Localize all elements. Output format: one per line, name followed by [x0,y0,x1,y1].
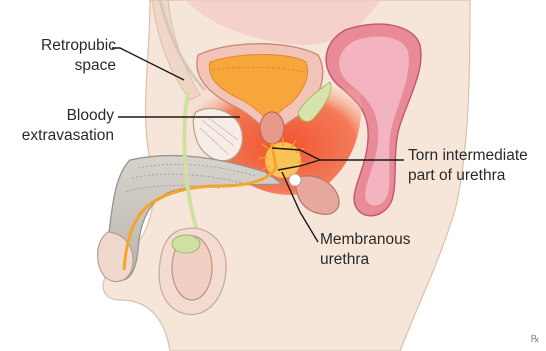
label-bloody-line2: extravasation [2,126,114,146]
rx-logo-icon: ℞ [528,333,542,347]
epididymis [172,235,200,253]
label-membranous-line1: Membranous [320,230,410,250]
label-membranous-urethra: Membranous urethra [320,230,410,270]
label-torn-intermediate: Torn intermediate part of urethra [408,146,528,186]
label-bloody-line1: Bloody [2,106,114,126]
label-membranous-line2: urethra [320,250,410,270]
label-retropubic-line1: Retropubic [12,36,116,56]
label-torn-line2: part of urethra [408,166,528,186]
prostate [260,112,284,144]
label-torn-line1: Torn intermediate [408,146,528,166]
label-bloody-extravasation: Bloody extravasation [2,106,114,146]
label-retropubic-space: Retropubic space [12,36,116,76]
urogenital-diaphragm [289,174,301,186]
label-retropubic-line2: space [12,56,116,76]
